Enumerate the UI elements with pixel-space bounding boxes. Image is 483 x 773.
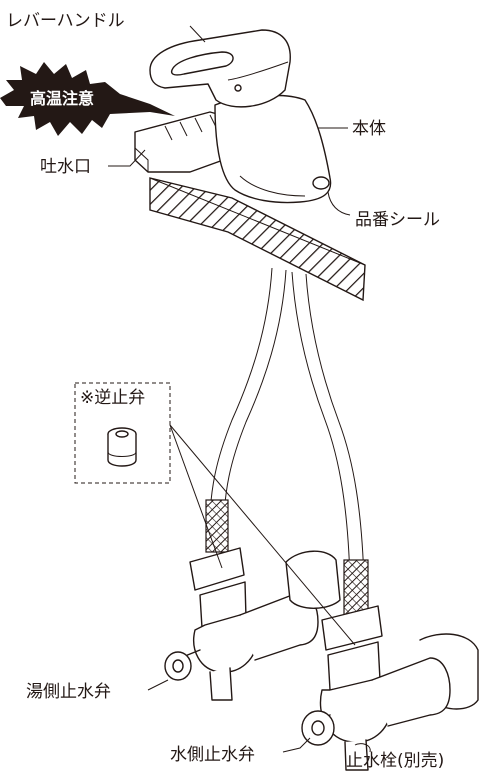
leader-lines bbox=[108, 25, 371, 753]
check-valve-icon bbox=[107, 427, 137, 467]
hot-valve-label: 湯側止水弁 bbox=[26, 682, 111, 702]
hot-hose-braid bbox=[205, 499, 229, 553]
warning-label: 高温注意 bbox=[30, 89, 94, 108]
faucet-body bbox=[134, 29, 332, 204]
high-temperature-warning: 高温注意 bbox=[0, 62, 175, 136]
check-valve-callout bbox=[74, 382, 356, 646]
wall-flange bbox=[285, 550, 341, 609]
spout-label: 吐水口 bbox=[40, 157, 91, 177]
check-valve-label: ※逆止弁 bbox=[80, 388, 145, 408]
hot-stop-valve bbox=[164, 547, 319, 701]
lever-handle-label: レバーハンドル bbox=[6, 11, 125, 31]
cold-valve-label: 水側止水弁 bbox=[170, 745, 255, 765]
countertop bbox=[149, 177, 366, 302]
stop-cock-label: 止水栓(別売) bbox=[346, 751, 444, 771]
cold-hose-braid bbox=[343, 559, 369, 619]
supply-hoses bbox=[205, 267, 369, 619]
cold-stop-valve bbox=[301, 605, 451, 771]
body-label: 本体 bbox=[352, 119, 386, 139]
product-seal-label: 品番シール bbox=[355, 210, 440, 230]
